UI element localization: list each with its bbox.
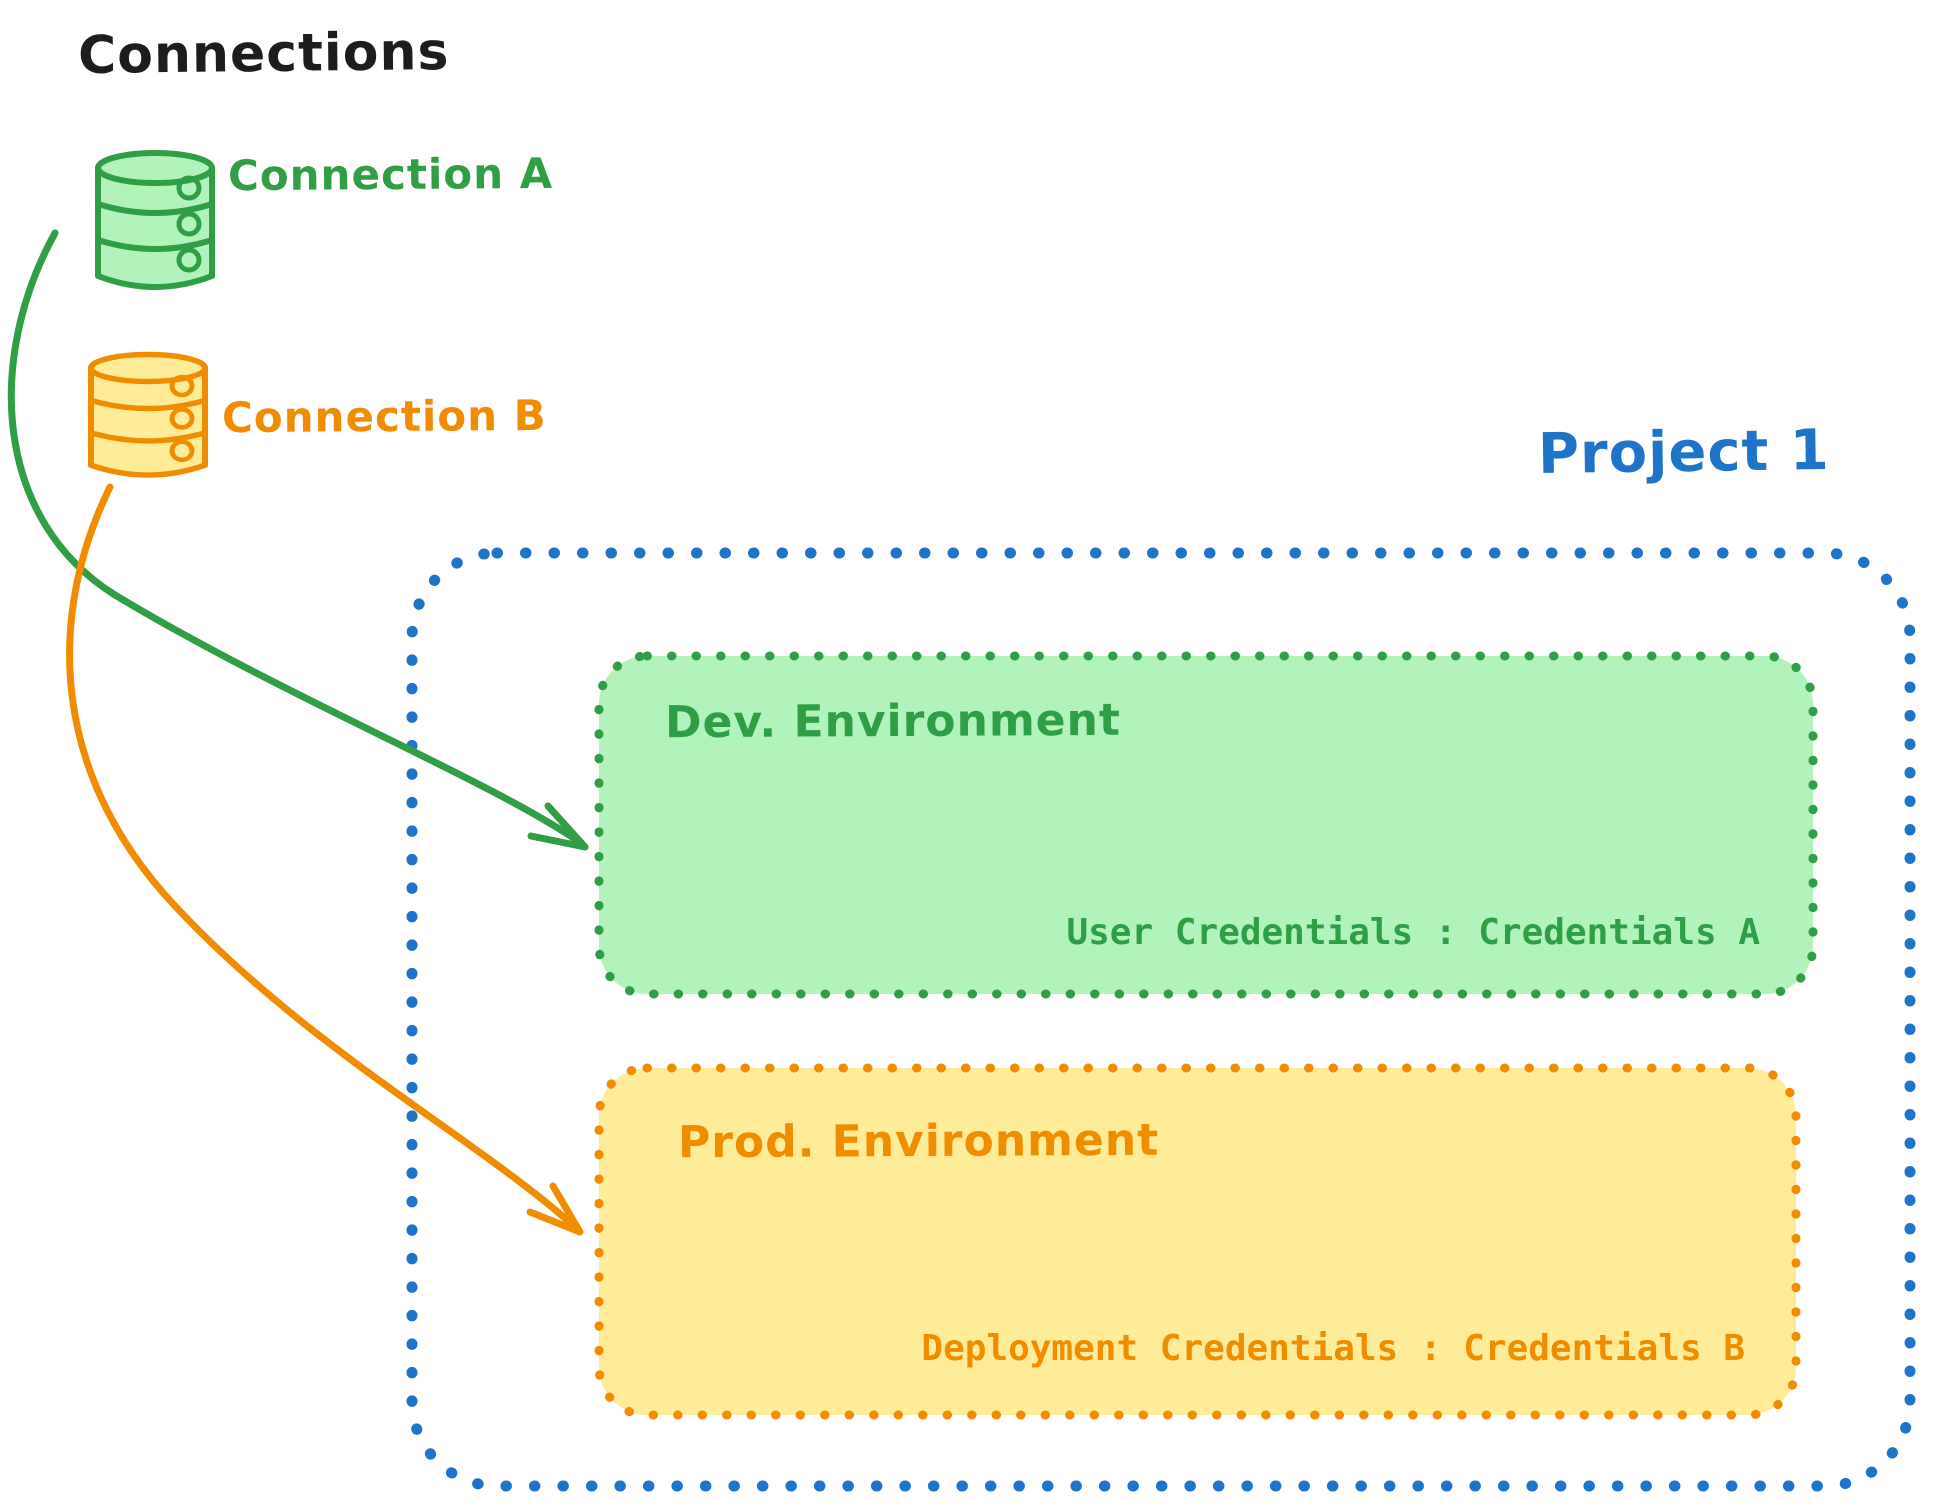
prod-environment-credentials: Deployment Credentials : Credentials B bbox=[921, 1328, 1745, 1369]
diagram-title: Connections bbox=[77, 22, 450, 86]
prod-environment-label: Prod. Environment bbox=[677, 1114, 1160, 1169]
dev-environment-label: Dev. Environment bbox=[664, 694, 1122, 749]
project-1-container bbox=[406, 547, 1916, 1492]
arrow-connection-a-to-dev bbox=[7, 229, 589, 851]
project-1-label: Project 1 bbox=[1537, 417, 1831, 488]
dev-environment-box bbox=[594, 651, 1818, 999]
connection-a-label: Connection A bbox=[227, 148, 554, 201]
arrow-connection-b-to-prod bbox=[66, 483, 584, 1236]
dev-environment-credentials: User Credentials : Credentials A bbox=[1066, 912, 1760, 953]
database-icon-b bbox=[88, 351, 208, 478]
connection-b-label: Connection B bbox=[221, 390, 547, 443]
prod-environment-box bbox=[594, 1063, 1801, 1420]
database-icon-a bbox=[95, 150, 215, 290]
